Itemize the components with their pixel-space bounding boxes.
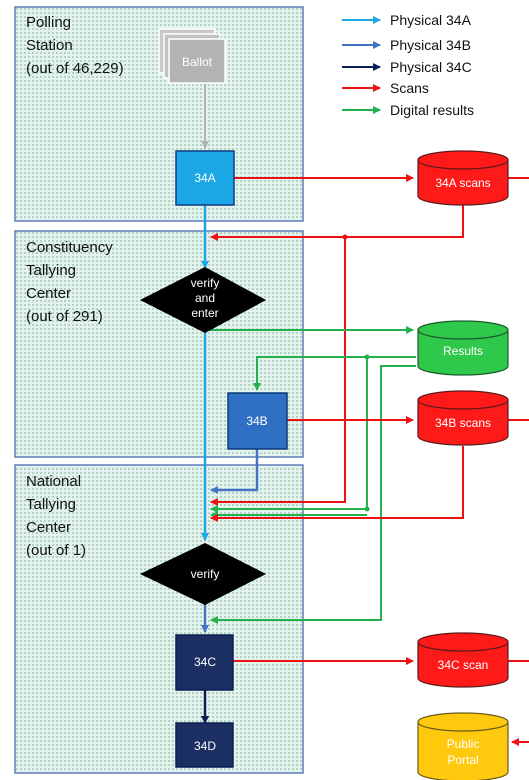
store-34b-scans-label: 34B scans: [435, 416, 491, 430]
verify-diamond: [140, 543, 266, 605]
polling-zone-label-3: (out of 46,229): [26, 60, 124, 77]
ballot-label: Ballot: [182, 55, 213, 69]
34a-scans-to-national-arrow: [210, 237, 346, 506]
verify-enter-label-1: verify: [191, 276, 220, 290]
verify-enter-diamond: [140, 267, 266, 333]
legend-label-digital: Digital results: [390, 102, 474, 118]
34a-scans-to-constituency-arrow: [210, 204, 464, 241]
polling-zone-label-2: Station: [26, 37, 73, 54]
legend-label-34a: Physical 34A: [390, 12, 472, 28]
legend-label-scans: Scans: [390, 80, 429, 96]
store-34c-scan: 34C scan: [417, 632, 509, 688]
store-results: Results: [417, 320, 509, 376]
store-34a-scans-label: 34A scans: [435, 176, 490, 190]
constituency-zone-label-3: Center: [26, 285, 71, 302]
ballot-stack: Ballot: [158, 28, 226, 84]
national-zone-label-1: National: [26, 473, 81, 490]
national-zone-label-2: Tallying: [26, 496, 76, 513]
store-public-portal: Public Portal: [417, 712, 509, 780]
results-to-34c-arrow: [210, 365, 416, 624]
34b-to-national-arrow: [210, 449, 259, 494]
constituency-zone-label-4: (out of 291): [26, 308, 103, 325]
form-34c-box: [175, 634, 234, 691]
verify-enter-label-2: and: [195, 291, 215, 305]
store-public-portal-label-2: Portal: [447, 753, 478, 767]
legend: Physical 34A Physical 34B Physical 34C S…: [342, 12, 474, 118]
verify-label: verify: [191, 567, 220, 581]
results-to-34b-arrow: [253, 356, 416, 391]
form-34c-label: 34C: [194, 655, 216, 669]
form-34a-label: 34A: [194, 171, 215, 185]
national-zone-label-3: Center: [26, 519, 71, 536]
store-34b-scans: 34B scans: [417, 390, 509, 446]
form-34b-label: 34B: [246, 414, 267, 428]
34b-scans-to-national-arrow: [210, 446, 464, 522]
store-34a-scans: 34A scans: [417, 150, 509, 206]
store-public-portal-label-1: Public: [447, 737, 480, 751]
store-results-label: Results: [443, 344, 483, 358]
legend-label-34c: Physical 34C: [390, 59, 472, 75]
verify-enter-label-3: enter: [191, 306, 218, 320]
constituency-zone-label-1: Constituency: [26, 239, 113, 256]
results-junction-dot-2: [364, 506, 370, 512]
form-34b-box: [227, 392, 288, 450]
legend-label-34b: Physical 34B: [390, 37, 471, 53]
constituency-zone-label-2: Tallying: [26, 262, 76, 279]
polling-zone-label-1: Polling: [26, 14, 71, 31]
store-34c-scan-label: 34C scan: [438, 658, 489, 672]
form-34d-box: [175, 722, 234, 768]
form-34a-box: [175, 150, 235, 206]
form-34d-label: 34D: [194, 739, 216, 753]
national-zone-label-4: (out of 1): [26, 542, 86, 559]
